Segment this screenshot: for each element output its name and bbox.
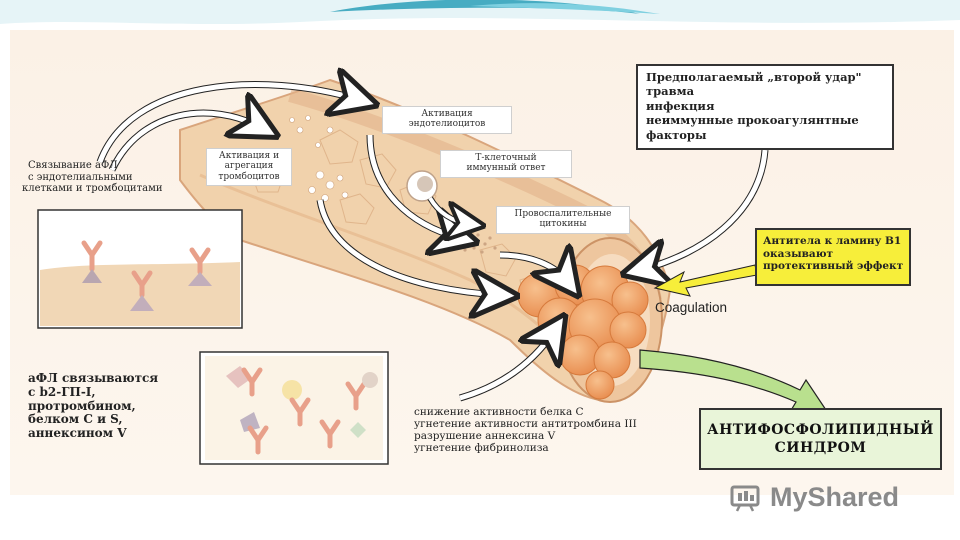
myshared-logo: MyShared	[730, 482, 899, 513]
box-platelet-activation: Активация и агрегация тромбоцитов	[206, 148, 292, 186]
box-t-cell: Т-клеточный иммунный ответ	[440, 150, 572, 178]
presentation-icon	[730, 484, 764, 512]
label-effects-list: снижение активности белка С угнетение ак…	[414, 406, 637, 454]
box-cytokines: Провоспалительные цитокины	[496, 206, 630, 234]
box-second-hit: Предполагаемый „второй удар" травма инфе…	[636, 64, 894, 150]
box-endothelial-activation: Активация эндотелиоцитов	[382, 106, 512, 134]
label-coagulation: Coagulation	[655, 300, 727, 315]
box-antiphospholipid-syndrome: АНТИФОСФОЛИПИДНЫЙ СИНДРОМ	[699, 408, 942, 470]
label-binding-endothelial: Связывание аФЛ с эндотелиальными клеткам…	[22, 160, 163, 195]
box-lamin-antibodies: Антитела к ламину В1 оказывают протектив…	[755, 228, 911, 286]
label-apl-binding: аФЛ связываются с b2-ГП-I, протромбином,…	[28, 372, 158, 441]
logo-brand-text: MyShared	[770, 482, 899, 513]
